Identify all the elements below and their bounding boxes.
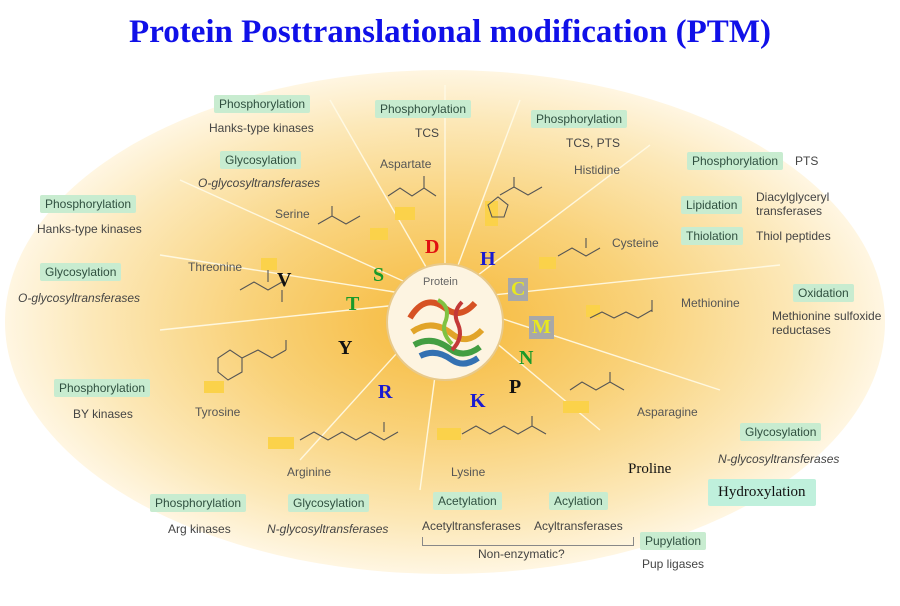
tag-lipidation: Lipidation [681, 196, 743, 214]
enzyme-met-sulfox-1: Methionine sulfoxide [772, 309, 882, 323]
letter-c: C [508, 278, 529, 301]
letter-s: S [373, 264, 385, 286]
tag-phosphorylation-arg: Phosphorylation [150, 494, 247, 512]
letter-y: Y [338, 337, 353, 359]
aa-threonine: Threonine [188, 260, 243, 274]
aa-asparagine: Asparagine [637, 405, 698, 419]
enzyme-n-glyco-bottom: N-glycosyltransferases [267, 522, 389, 536]
enzyme-thiol-peptides: Thiol peptides [756, 229, 831, 243]
enzyme-hanks-top: Hanks-type kinases [209, 121, 314, 135]
aa-methionine: Methionine [681, 296, 740, 310]
enzyme-hanks-left: Hanks-type kinases [37, 222, 142, 236]
protein-ribbon [407, 298, 485, 367]
aa-proline: Proline [628, 461, 672, 477]
aa-aspartate: Aspartate [380, 157, 432, 171]
enzyme-non-enzymatic: Non-enzymatic? [478, 547, 565, 561]
tag-phosphorylation-pts: Phosphorylation [687, 152, 784, 170]
page-title: Protein Posttranslational modification (… [129, 14, 771, 50]
tag-phosphorylation-by: Phosphorylation [54, 379, 151, 397]
tag-glycosylation-n-right: Glycosylation [740, 423, 822, 441]
tag-phosphorylation-hanks-top: Phosphorylation [214, 95, 311, 113]
letter-h: H [480, 248, 496, 270]
letter-v: V [277, 269, 292, 291]
aa-serine: Serine [275, 207, 310, 221]
tag-oxidation: Oxidation [793, 284, 854, 302]
tag-glycosylation-o-top: Glycosylation [220, 151, 302, 169]
tag-acylation: Acylation [549, 492, 608, 510]
enzyme-arg-kinases: Arg kinases [168, 522, 231, 536]
enzyme-acyltransferases: Acyltransferases [534, 519, 623, 533]
enzyme-o-glyco-top: O-glycosyltransferases [198, 176, 321, 190]
tag-glycosylation-o-left: Glycosylation [40, 263, 122, 281]
enzyme-by-kinases: BY kinases [73, 407, 133, 421]
tag-hydroxylation: Hydroxylation [708, 479, 816, 506]
protein-label: Protein [423, 276, 458, 288]
letter-p: P [509, 376, 522, 398]
highlight-boxes [204, 201, 600, 449]
enzyme-n-glyco-right: N-glycosyltransferases [718, 452, 840, 466]
enzyme-o-glyco-left: O-glycosyltransferases [18, 291, 141, 305]
tag-acetylation: Acetylation [433, 492, 502, 510]
aa-histidine: Histidine [574, 163, 621, 177]
enzyme-diacyl-2: transferases [756, 204, 823, 218]
letter-m: M [529, 316, 554, 339]
molecule-bonds [217, 176, 653, 441]
tag-pupylation: Pupylation [640, 532, 707, 550]
enzyme-met-sulfox-2: reductases [772, 323, 831, 337]
aa-lysine: Lysine [451, 465, 486, 479]
tag-phosphorylation-tcs-pts: Phosphorylation [531, 110, 628, 128]
aa-cysteine: Cysteine [612, 236, 659, 250]
enzyme-tcs: TCS [415, 126, 439, 140]
tag-phosphorylation-hanks-left: Phosphorylation [40, 195, 137, 213]
enzyme-acetyltransferases: Acetyltransferases [422, 519, 521, 533]
non-enzymatic-bracket [422, 537, 634, 546]
enzyme-pup-ligases: Pup ligases [642, 557, 705, 571]
letter-t: T [346, 293, 360, 315]
tag-glycosylation-n-bottom: Glycosylation [288, 494, 370, 512]
tag-thiolation: Thiolation [681, 227, 744, 245]
aa-arginine: Arginine [287, 465, 332, 479]
aa-tyrosine: Tyrosine [195, 405, 241, 419]
letter-n: N [519, 347, 534, 369]
letter-k: K [470, 390, 486, 412]
letter-r: R [378, 381, 393, 403]
letter-d: D [425, 236, 440, 258]
enzyme-tcs-pts: TCS, PTS [566, 136, 621, 150]
tag-phosphorylation-tcs: Phosphorylation [375, 100, 472, 118]
enzyme-pts: PTS [795, 154, 819, 168]
enzyme-diacyl-1: Diacylglyceryl [756, 190, 830, 204]
